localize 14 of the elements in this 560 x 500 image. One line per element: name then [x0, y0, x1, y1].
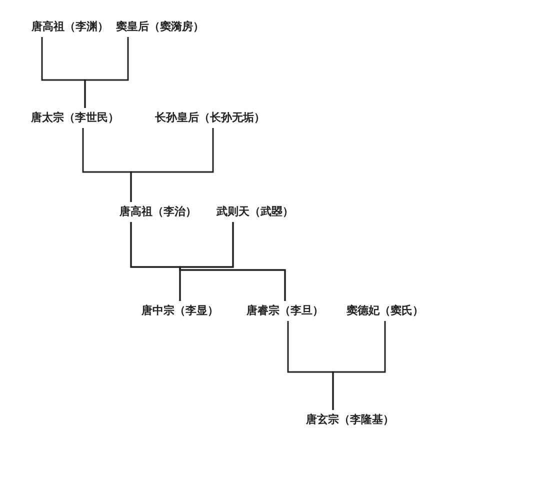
- person-label: 长孙皇后（长孙无垢）: [155, 110, 265, 126]
- person-label: 武则天（武曌）: [216, 204, 294, 220]
- family-line: [84, 37, 129, 108]
- family-line: [130, 128, 214, 202]
- family-line: [332, 321, 386, 410]
- person-label: 唐玄宗（李隆基）: [306, 412, 394, 428]
- family-line: [179, 222, 286, 301]
- person-label: 窦皇后（窦漪房）: [116, 19, 204, 35]
- person-label: 唐高祖（李渊）: [32, 19, 108, 35]
- person-label: 唐睿宗（李旦）: [246, 303, 324, 319]
- person-label: 窦德妃（窦氏）: [346, 303, 424, 319]
- person-label: 唐太宗（李世民）: [31, 110, 119, 126]
- person-label: 唐高祖（李治）: [120, 204, 196, 220]
- person-label: 唐中宗（李显）: [142, 303, 218, 319]
